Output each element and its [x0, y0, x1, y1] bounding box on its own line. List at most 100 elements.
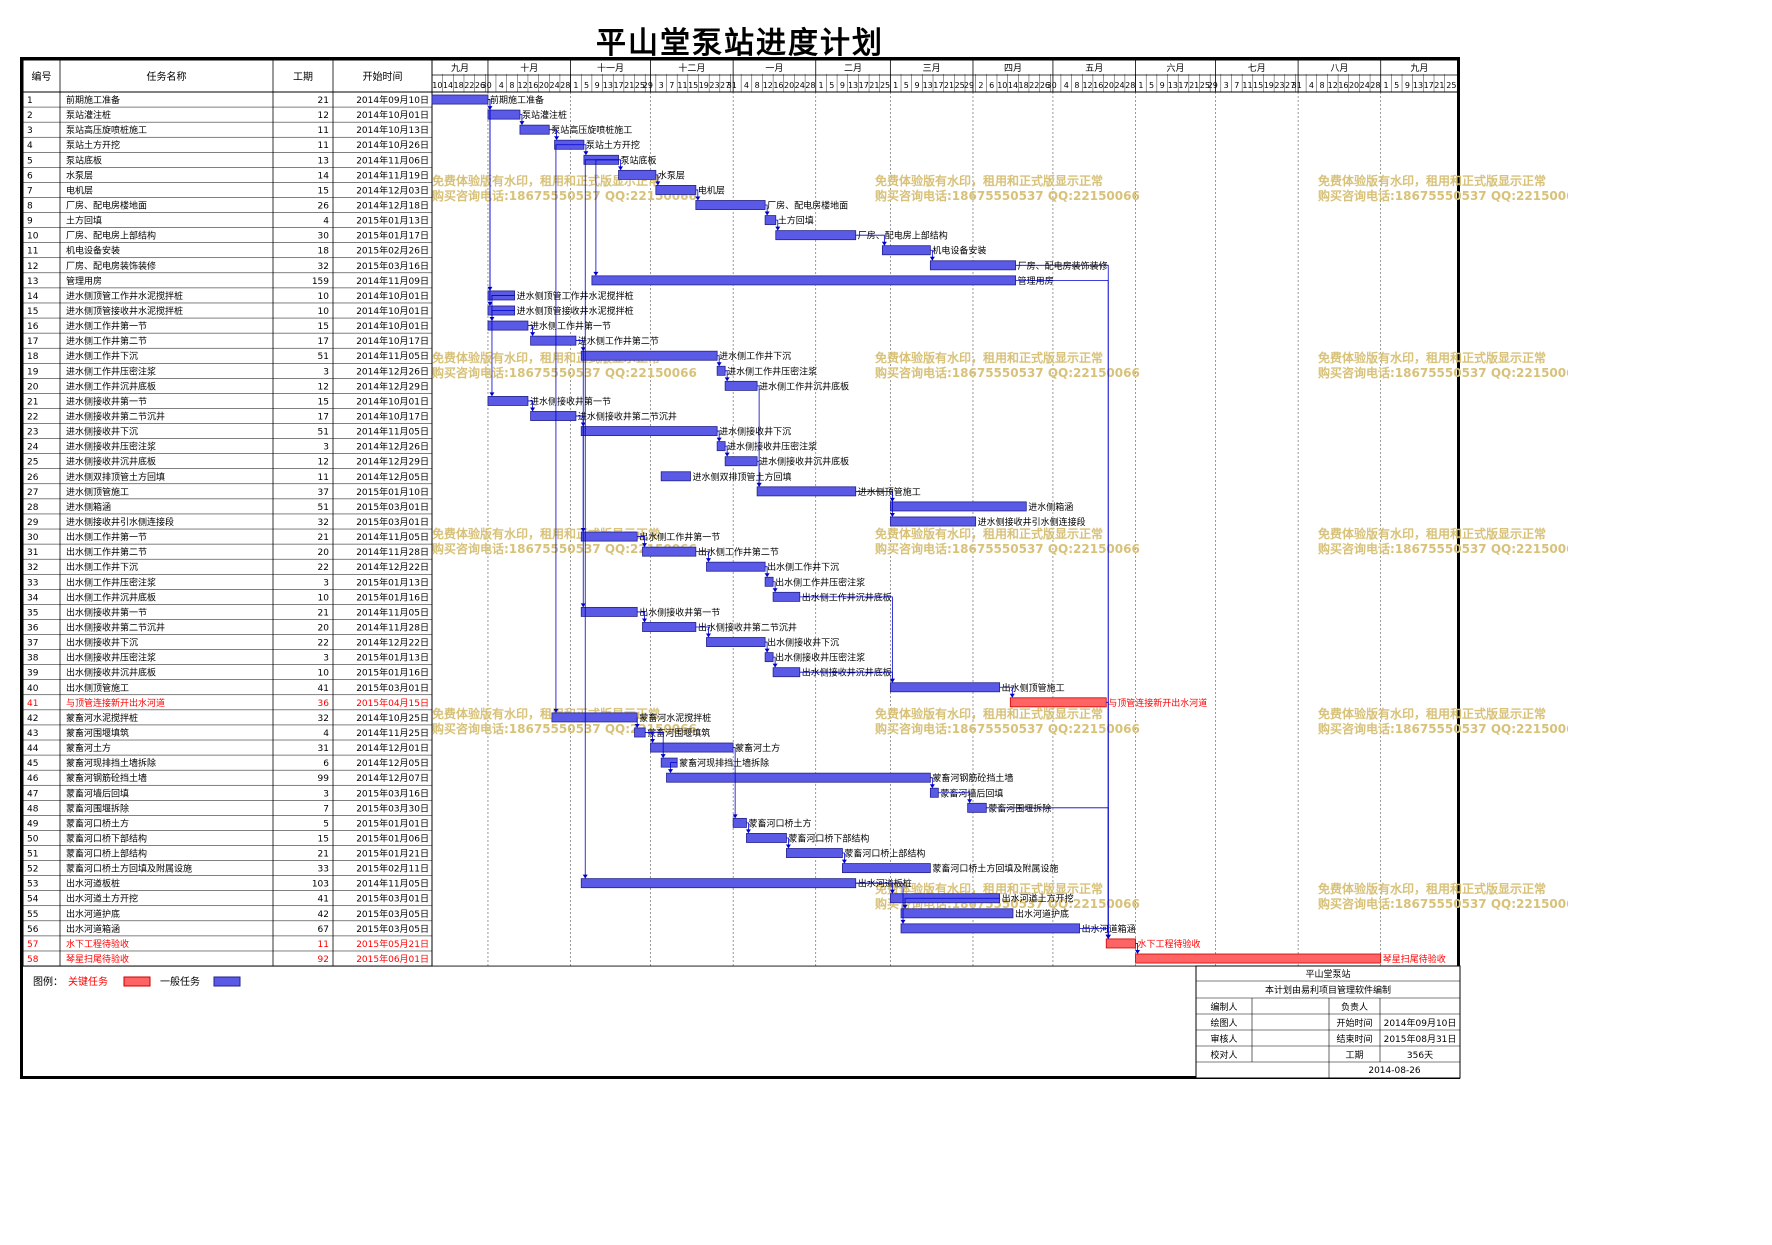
- dependency-arrow: [724, 377, 730, 382]
- day-label: 6: [989, 81, 994, 90]
- gantt-bar: [580, 878, 857, 889]
- task-start: 2014年12月22日: [356, 637, 429, 649]
- dependency-link: [775, 219, 779, 230]
- dependency-arrow: [593, 271, 599, 276]
- day-label: 12: [518, 81, 528, 90]
- gantt-bar: [724, 456, 758, 467]
- gantt-bar: [929, 260, 1017, 271]
- task-duration: 51: [318, 428, 329, 438]
- dependency-link: [930, 777, 933, 788]
- task-duration: 67: [318, 925, 329, 935]
- day-label: 29: [964, 81, 974, 90]
- task-start: 2014年12月18日: [356, 200, 429, 212]
- dependency-arrow: [889, 889, 895, 894]
- day-label: 19: [699, 81, 709, 90]
- dependency-arrow: [841, 859, 847, 864]
- watermark-line1: 免费体验版有水印，租用和正式版显示正常: [1318, 526, 1546, 541]
- day-label: 15: [688, 81, 698, 90]
- day-label: 4: [499, 81, 504, 90]
- gantt-bar: [775, 230, 857, 241]
- task-no: 28: [27, 503, 39, 513]
- dependency-arrow: [668, 769, 674, 774]
- month-label: 九月: [1410, 63, 1428, 74]
- info-cell: 审核人: [1210, 1033, 1237, 1045]
- day-label: 8: [509, 81, 514, 90]
- task-name: 管理用房: [66, 275, 102, 287]
- day-label: 27: [720, 81, 730, 90]
- day-label: 25: [1200, 81, 1210, 90]
- task-duration: 15: [318, 834, 329, 844]
- dependency-arrow: [554, 136, 560, 141]
- gantt-bar: [756, 486, 857, 497]
- task-start: 2015年03月16日: [356, 787, 429, 799]
- task-duration: 36: [318, 699, 330, 709]
- task-start: 2014年11月05日: [356, 426, 429, 438]
- task-name: 琴星扫尾待验收: [66, 953, 129, 965]
- bar-label: 出水侧工作井压密注浆: [775, 576, 865, 588]
- dependency-link: [765, 566, 768, 577]
- dependency-arrow: [1135, 949, 1141, 954]
- gantt-bar: [580, 350, 718, 361]
- task-start: 2014年10月01日: [356, 109, 429, 121]
- dependency-link: [519, 114, 523, 125]
- task-no: 13: [27, 277, 38, 287]
- task-no: 26: [27, 473, 39, 483]
- day-label: 12: [1082, 81, 1092, 90]
- bar-label: 蒙畜河围堰拆除: [988, 802, 1051, 814]
- info-cell: 2014年09月10日: [1384, 1017, 1457, 1029]
- dependency-arrow: [519, 121, 525, 126]
- task-duration: 30: [318, 232, 330, 242]
- task-duration: 13: [318, 156, 329, 166]
- gantt-bar: [655, 185, 697, 195]
- task-no: 9: [27, 217, 33, 227]
- task-duration: 11: [318, 473, 329, 483]
- task-no: 35: [27, 608, 38, 618]
- task-duration: 21: [318, 533, 329, 543]
- gantt-bar: [551, 712, 638, 723]
- bar-label: 进水侧工作井沉井底板: [759, 380, 849, 392]
- task-start: 2015年01月16日: [356, 667, 429, 679]
- task-start: 2014年12月01日: [356, 742, 429, 754]
- dependency-link: [695, 189, 699, 200]
- task-duration: 5: [323, 819, 329, 829]
- task-name: 进水侧接收井引水侧连接段: [66, 516, 174, 528]
- day-label: 26: [1040, 81, 1050, 90]
- day-label: 27: [1285, 81, 1295, 90]
- day-label: 20: [784, 81, 794, 90]
- task-start: 2014年10月17日: [356, 411, 429, 423]
- bar-label: 进水侧接收井下沉: [719, 426, 791, 438]
- task-name: 进水侧顶管施工: [66, 486, 129, 498]
- dependency-arrow: [1105, 934, 1111, 939]
- day-label: 4: [1064, 81, 1069, 90]
- dependency-arrow: [650, 739, 656, 744]
- task-duration: 4: [323, 729, 329, 739]
- day-label: 7: [1234, 81, 1239, 90]
- day-label: 31: [727, 81, 737, 90]
- page-title: 平山堂泵站进度计划: [596, 26, 884, 61]
- task-duration: 10: [318, 307, 330, 317]
- gantt-bar: [889, 516, 977, 527]
- task-start: 2014年11月05日: [356, 531, 429, 543]
- legend-critical-label: 关键任务: [68, 975, 108, 988]
- gantt-bar: [889, 682, 1001, 693]
- dependency-arrow: [724, 452, 730, 457]
- task-duration: 10: [318, 669, 330, 679]
- task-start: 2014年10月01日: [356, 320, 429, 332]
- task-start: 2014年12月26日: [356, 441, 429, 453]
- dependency-link: [645, 732, 664, 758]
- gantt-bar: [431, 94, 489, 105]
- gantt-bar: [716, 365, 726, 376]
- day-label: 10: [997, 81, 1007, 90]
- watermark-line1: 免费体验版有水印，租用和正式版显示正常: [1318, 173, 1546, 188]
- task-no: 18: [27, 352, 39, 362]
- task-name: 出水侧工作井沉井底板: [66, 591, 156, 603]
- task-start: 2014年10月25日: [356, 712, 429, 724]
- gantt-bar: [772, 667, 801, 678]
- day-label: 11: [677, 81, 687, 90]
- gantt-bar: [666, 772, 931, 783]
- day-label: 13: [923, 81, 933, 90]
- gantt-bar: [642, 622, 697, 632]
- task-name: 蒙畜河围堰拆除: [66, 802, 129, 814]
- day-label: 30: [482, 81, 492, 90]
- task-no: 15: [27, 307, 38, 317]
